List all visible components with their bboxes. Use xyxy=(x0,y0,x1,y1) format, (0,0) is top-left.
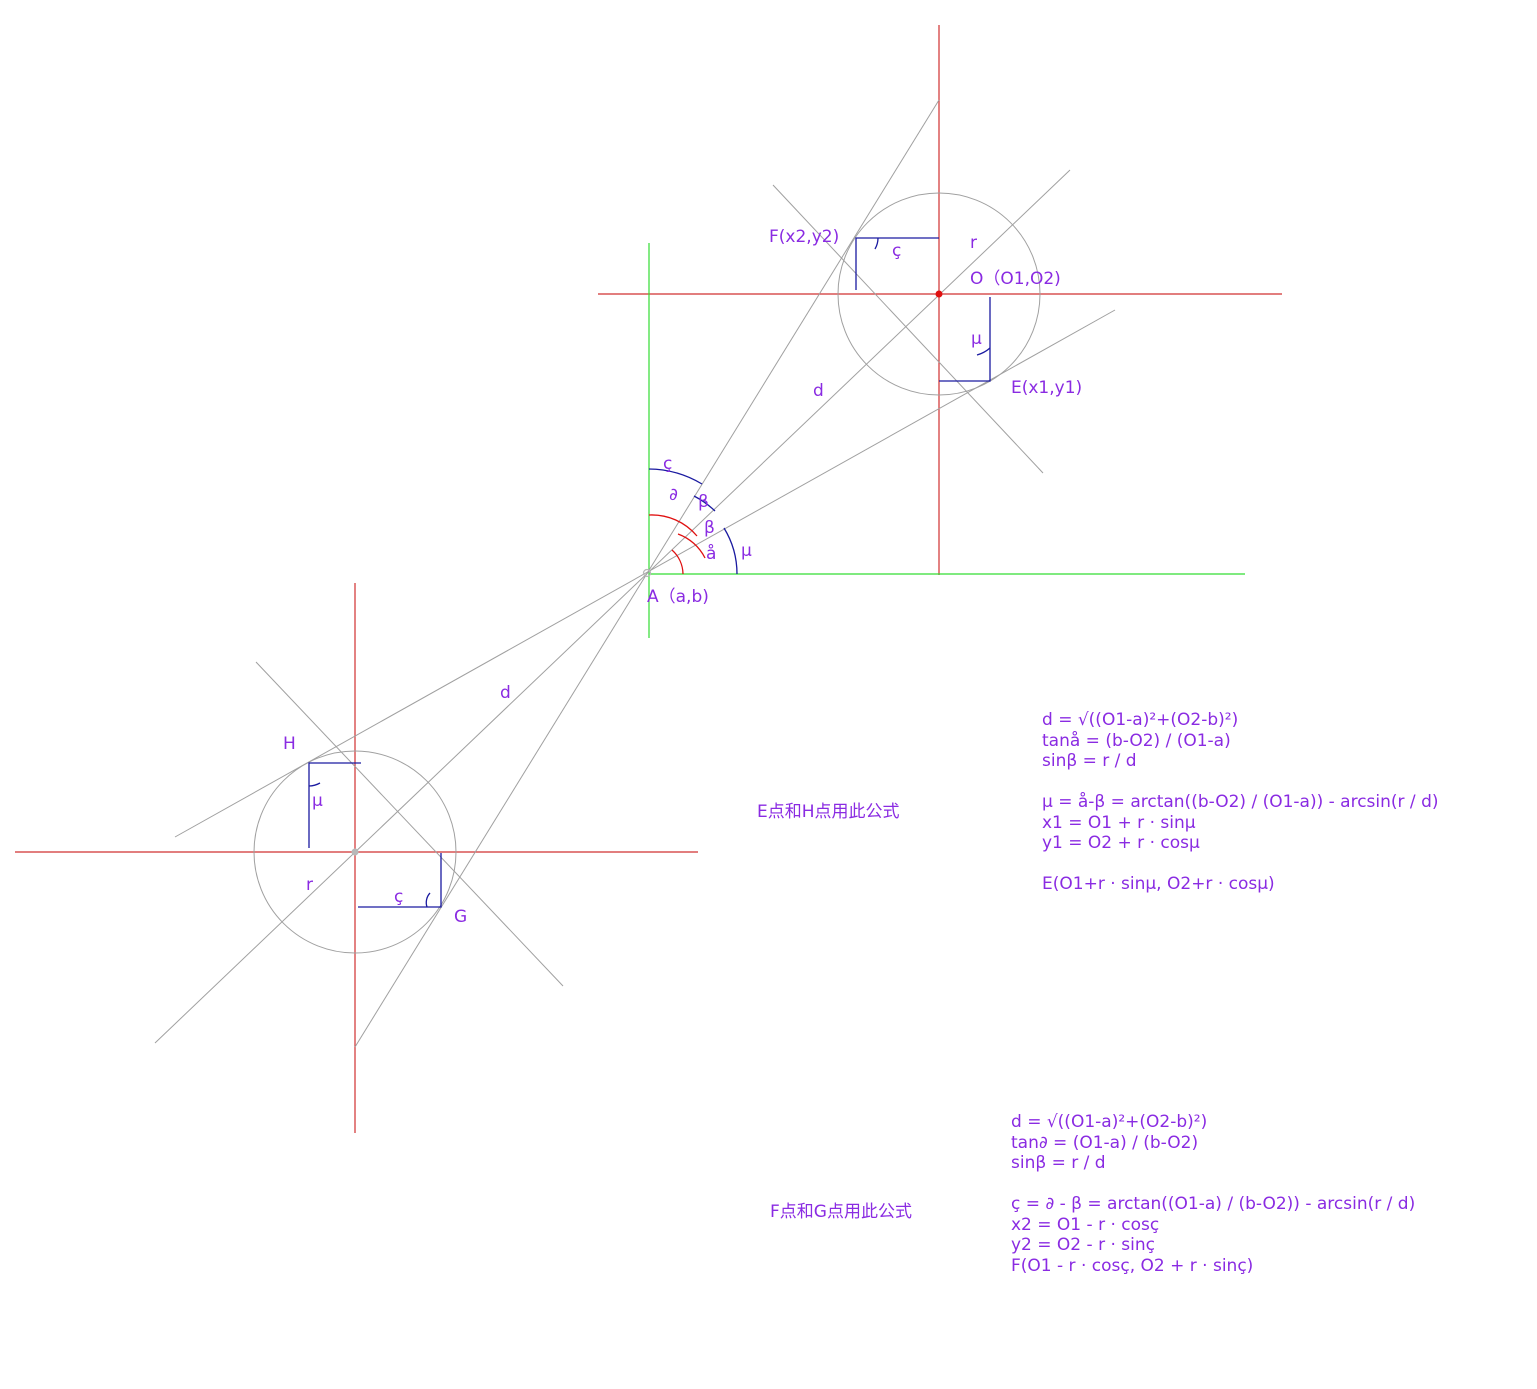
formula-line: d = √((O1-a)²+(O2-b)²) xyxy=(1011,1112,1208,1132)
angle-arc-mu-at-e xyxy=(976,347,991,356)
circle-lower xyxy=(253,750,457,954)
label-distance-bottom: d xyxy=(500,683,511,703)
label-angle-beta-a-inner: β xyxy=(704,518,715,538)
label-point-o: O（O1,O2) xyxy=(970,269,1061,289)
formula-line: tan∂ = (O1-a) / (b-O2) xyxy=(1011,1132,1199,1153)
angle-arc-c-at-f xyxy=(874,237,879,250)
formula-line: d = √((O1-a)²+(O2-b)²) xyxy=(1042,710,1239,730)
point-a xyxy=(642,568,652,578)
triangle-at-f xyxy=(855,237,939,290)
blue-right-triangles xyxy=(308,237,991,908)
point-o xyxy=(935,290,943,298)
tangent-line-a-e-h xyxy=(174,309,1116,838)
radius-line-f-e xyxy=(772,184,1044,474)
angle-arc-c-at-a xyxy=(648,468,703,485)
label-angle-beta-a-outer: β xyxy=(698,492,709,512)
label-angle-mu-e: μ xyxy=(971,329,982,349)
label-point-h: H xyxy=(283,734,296,754)
diagram-labels: F(x2,y2) O（O1,O2) E(x1,y1) A（a,b) H G r … xyxy=(283,227,1082,927)
label-point-g: G xyxy=(454,907,467,927)
label-radius-bottom: r xyxy=(306,875,313,895)
angle-arc-beta-outer-at-a xyxy=(693,495,716,512)
label-angle-a-a: å xyxy=(706,543,716,564)
formula-line: x2 = O1 - r · cosç xyxy=(1011,1214,1160,1235)
red-angle-arcs xyxy=(648,514,706,575)
angle-arc-c-at-g xyxy=(425,892,431,908)
formula-line: y2 = O2 - r · sinç xyxy=(1011,1235,1155,1255)
angle-arc-beta-inner-at-a xyxy=(677,533,706,559)
label-point-a: A（a,b) xyxy=(647,587,709,607)
label-angle-partial-a: ∂ xyxy=(669,485,678,505)
formula-line: sinβ = r / d xyxy=(1042,751,1137,771)
green-axes xyxy=(648,243,1245,638)
formula-caption-e-h: E点和H点用此公式 xyxy=(757,802,900,822)
formula-block-f-g: d = √((O1-a)²+(O2-b)²) tan∂ = (O1-a) / (… xyxy=(1011,1112,1415,1276)
construction-lines xyxy=(154,99,1116,1048)
angle-arc-mu-at-h xyxy=(308,782,321,787)
label-angle-mu-h: μ xyxy=(312,791,323,811)
triangle-at-h xyxy=(308,762,361,848)
formula-line xyxy=(1011,1174,1415,1195)
label-angle-c-a: ç xyxy=(663,454,672,474)
line-a-o-center xyxy=(154,169,1071,1044)
radius-line-h-g xyxy=(255,661,564,987)
formula-line: sinβ = r / d xyxy=(1011,1153,1106,1173)
label-point-e: E(x1,y1) xyxy=(1011,378,1082,398)
label-radius-top: r xyxy=(970,233,977,253)
formula-line xyxy=(1042,854,1439,875)
label-distance-top: d xyxy=(813,381,824,401)
points xyxy=(351,290,943,856)
formula-line: F(O1 - r · cosç, O2 + r · sinç) xyxy=(1011,1255,1254,1276)
angle-arc-mu-at-a xyxy=(723,527,738,575)
triangle-at-g xyxy=(358,853,442,908)
formula-line: E(O1+r · sinμ, O2+r · cosμ) xyxy=(1042,874,1275,894)
label-angle-c-f: ç xyxy=(892,241,901,261)
formula-line: μ = å-β = arctan((b-O2) / (O1-a)) - arcs… xyxy=(1042,792,1439,812)
formula-block-e-h: d = √((O1-a)²+(O2-b)²) tanå = (b-O2) / (… xyxy=(1042,710,1439,895)
label-angle-c-g: ç xyxy=(394,887,403,907)
formula-line: ç = ∂ - β = arctan((O1-a) / (b-O2)) - ar… xyxy=(1011,1194,1416,1214)
formula-line xyxy=(1042,772,1439,793)
label-point-f: F(x2,y2) xyxy=(769,227,839,247)
formula-caption-f-g: F点和G点用此公式 xyxy=(770,1202,912,1222)
angle-arc-partial-at-a xyxy=(648,514,698,537)
label-angle-mu-a: μ xyxy=(741,541,752,561)
formula-line: x1 = O1 + r · sinμ xyxy=(1042,812,1196,833)
angle-arc-a-at-a xyxy=(671,549,684,575)
point-lower-center xyxy=(351,848,359,856)
formula-line: y1 = O2 + r · cosμ xyxy=(1042,833,1200,853)
formula-line: tanå = (b-O2) / (O1-a) xyxy=(1042,730,1231,751)
triangle-at-e xyxy=(939,297,991,382)
circle-o xyxy=(837,192,1041,396)
